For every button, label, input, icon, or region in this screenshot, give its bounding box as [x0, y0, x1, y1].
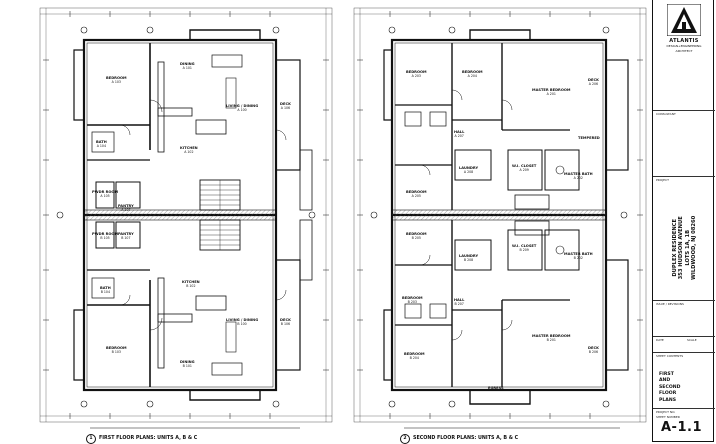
firm-sub: ARCHITECT	[675, 49, 693, 53]
title-block: ATLANTIS DESIGN+ENGINEERING ARCHITECT CO…	[652, 0, 715, 442]
date-label: DATE	[656, 338, 664, 342]
sheet-title: FIRST AND SECOND FLOOR PLANS	[659, 372, 681, 403]
second-floor-plan	[353, 7, 647, 429]
floor-plan-drawing	[39, 7, 647, 429]
scale-label: SCALE	[687, 338, 697, 342]
consultant-label: CONSULTANT	[656, 112, 676, 116]
sheet-number-label: SHEET NUMBER	[656, 415, 680, 419]
first-floor-plan	[39, 7, 333, 429]
sheet-number: A-1.1	[661, 420, 702, 435]
issue-label: ISSUE / REVISIONS	[656, 302, 684, 306]
firm-tagline: DESIGN+ENGINEERING	[666, 44, 702, 48]
room-label: EGRESS	[488, 386, 504, 390]
sheet-contents-label: SHEET CONTENTS	[656, 354, 684, 358]
firm-logo-icon	[667, 4, 701, 36]
project-no-label: PROJECT NO.	[656, 410, 676, 414]
project-label: PROJECT	[656, 178, 669, 182]
project-name: DUPLEX RESIDENCE 353 HUDSON AVENUE LOTS …	[672, 215, 698, 281]
room-label: TEMPERED	[578, 136, 600, 140]
firm-name: ATLANTIS	[669, 38, 699, 44]
